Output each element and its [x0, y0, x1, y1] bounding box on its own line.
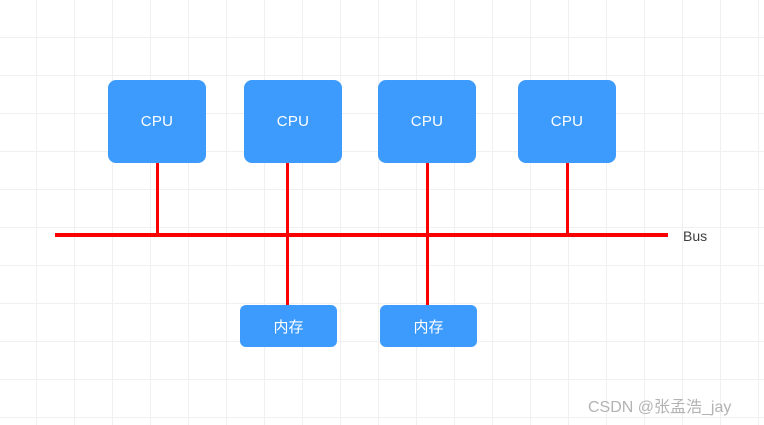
cpu-bus-connector-4 — [566, 163, 569, 236]
memory-node-1: 内存 — [240, 305, 337, 347]
csdn-watermark: CSDN @张孟浩_jay — [588, 399, 732, 416]
cpu-node-label: CPU — [140, 113, 174, 130]
cpu-node-label: CPU — [276, 113, 310, 130]
cpu-node-1: CPU — [108, 80, 206, 163]
memory-node-label: 内存 — [413, 318, 444, 336]
cpu-bus-connector-2 — [286, 163, 289, 236]
memory-node-2: 内存 — [380, 305, 477, 347]
cpu-node-3: CPU — [378, 80, 476, 163]
memory-node-label: 内存 — [273, 318, 304, 336]
cpu-bus-connector-3 — [426, 163, 429, 236]
bus-label: Bus — [683, 228, 708, 244]
cpu-node-label: CPU — [410, 113, 444, 130]
cpu-node-label: CPU — [550, 113, 584, 130]
cpu-bus-connector-1 — [156, 163, 159, 236]
memory-bus-connector-2 — [426, 234, 429, 306]
cpu-node-4: CPU — [518, 80, 616, 163]
memory-bus-connector-1 — [286, 234, 289, 306]
cpu-node-2: CPU — [244, 80, 342, 163]
bus-line — [55, 233, 668, 237]
